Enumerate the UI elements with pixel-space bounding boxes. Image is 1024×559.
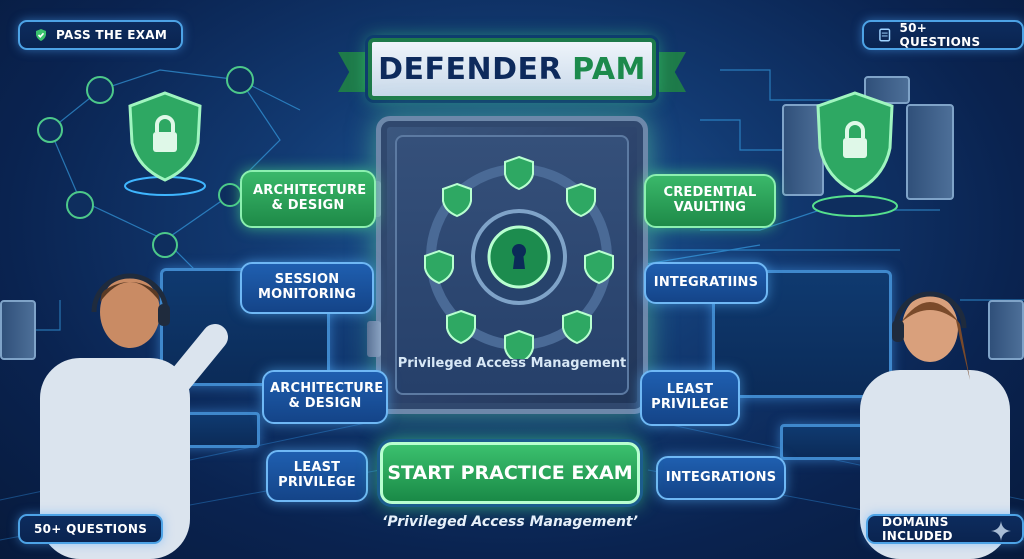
pass-exam-badge: PASS THE EXAM [18, 20, 184, 50]
bubble-label: CREDENTIAL VAULTING [663, 185, 757, 215]
bubble-integratiins[interactable]: INTEGRATIINS [644, 262, 768, 304]
vault: Privileged Access Management [367, 116, 648, 414]
document-icon [879, 28, 891, 42]
shield-lock-icon [124, 91, 206, 196]
bubble-label: ARCHITECTURE & DESIGN [253, 183, 367, 213]
start-practice-exam-button[interactable]: START PRACTICE EXAM [380, 442, 640, 504]
badge-label: DOMAINS INCLUDED [882, 515, 953, 543]
title-main: DEFENDER [378, 51, 563, 87]
page-title: DEFENDER PAM [368, 38, 656, 100]
sparkle-icon [991, 521, 1011, 541]
bubble-architecture-design-green[interactable]: ARCHITECTURE & DESIGN [240, 170, 376, 228]
bubble-credential-vaulting[interactable]: CREDENTIAL VAULTING [644, 174, 776, 228]
bubble-session-monitoring[interactable]: SESSION MONITORING [240, 262, 374, 314]
badge-label: 50+ QUESTIONS [899, 21, 981, 49]
badge-label: PASS THE EXAM [56, 28, 168, 42]
subtitle: ‘Privileged Access Management’ [382, 514, 638, 530]
title-accent: PAM [572, 51, 646, 87]
vault-door: Privileged Access Management [395, 135, 629, 395]
bubble-label: INTEGRATIONS [665, 469, 777, 485]
shield-lock-icon [812, 91, 898, 217]
right-operator [860, 291, 1010, 559]
server-rack [782, 104, 824, 196]
bubble-least-privilege-right[interactable]: LEAST PRIVILEGE [640, 370, 740, 426]
left-operator [40, 273, 228, 559]
shield-check-icon [36, 29, 46, 41]
vault-dial [424, 155, 614, 359]
questions-badge-bottom: 50+ QUESTIONS [18, 514, 164, 544]
questions-badge-top: 50+ QUESTIONS [862, 20, 1024, 50]
start-button-label: START PRACTICE EXAM [387, 462, 633, 484]
badge-label: 50+ QUESTIONS [34, 522, 148, 536]
bubble-label: ARCHITECTURE & DESIGN [270, 381, 384, 411]
vault-hinge [367, 321, 381, 357]
bubble-label: LEAST PRIVILEGE [278, 460, 356, 490]
bubble-architecture-design-blue[interactable]: ARCHITECTURE & DESIGN [262, 370, 388, 424]
bubble-least-privilege-left[interactable]: LEAST PRIVILEGE [266, 450, 368, 502]
bubble-integrations[interactable]: INTEGRATIONS [656, 456, 786, 500]
vault-caption: Privileged Access Management [397, 356, 627, 371]
server-rack [906, 104, 954, 200]
bubble-label: SESSION MONITORING [257, 272, 357, 302]
bubble-label: LEAST PRIVILEGE [651, 382, 729, 412]
bubble-label: INTEGRATIINS [653, 274, 759, 290]
server-rack [0, 300, 36, 360]
server-rack [988, 300, 1024, 360]
